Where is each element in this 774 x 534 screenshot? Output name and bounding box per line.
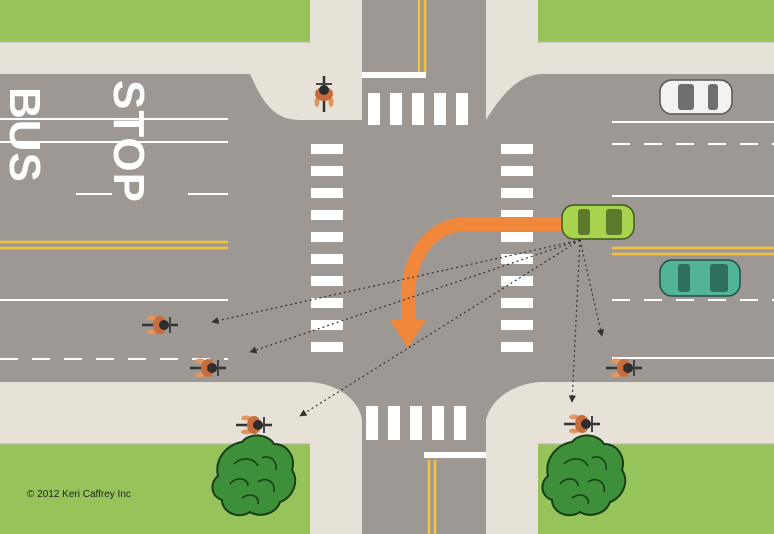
stop-marking: STOP: [104, 80, 153, 203]
crosswalk-south: [366, 406, 466, 440]
turning-arrow-icon: [401, 217, 562, 324]
copyright-text: © 2012 Keri Caffrey Inc: [27, 489, 131, 500]
crosswalk-north: [368, 93, 468, 125]
white-car: [659, 79, 733, 115]
sidewalk-bottom-left: [0, 382, 362, 534]
sidewalk-top-left: [0, 0, 362, 120]
grass-top-right: [538, 0, 774, 42]
sight-line-arrows: [211, 239, 605, 417]
sidewalk-top-right: [486, 0, 774, 120]
grass-top-left: [0, 0, 310, 42]
sidewalk-bottom-right: [486, 382, 774, 534]
teal-car: [659, 259, 741, 297]
stop-bar-north: [362, 72, 426, 78]
stop-bar-south: [424, 452, 486, 458]
crosswalk-west: [311, 144, 343, 352]
turning-car: [561, 204, 635, 240]
crosswalk-east: [501, 144, 533, 352]
bus-marking: BUS: [0, 87, 49, 183]
